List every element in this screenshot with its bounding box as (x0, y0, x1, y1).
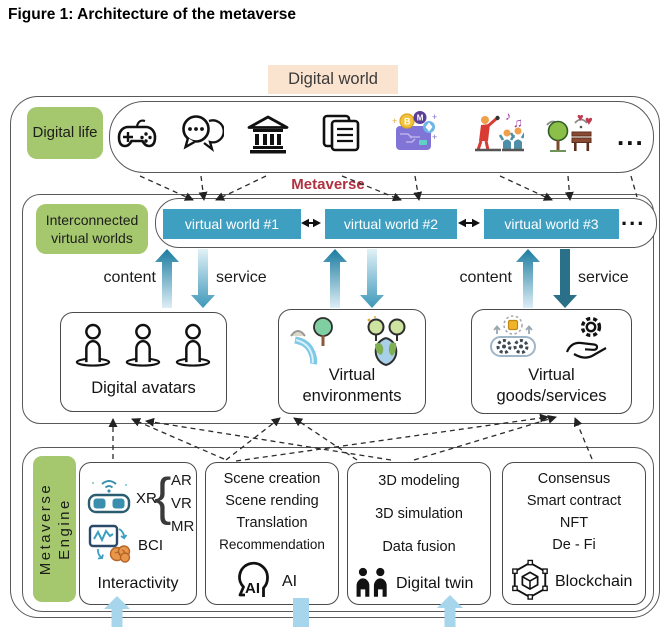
xr-goggles-icon (85, 475, 133, 519)
interactivity-label: Interactivity (97, 575, 179, 592)
svg-text:B: B (404, 117, 411, 127)
service-label-left: service (216, 269, 267, 286)
mr-label: MR (171, 518, 195, 535)
digital-avatars-box: Digital avatars (60, 312, 227, 412)
svg-text:+: + (432, 132, 437, 142)
nature-scene-icon (287, 316, 343, 366)
virtual-worlds-ellipsis: ... (621, 205, 646, 230)
engine-blockchain-box: Consensus Smart contract NFT De - Fi Blo… (502, 462, 646, 605)
service-label-right: service (578, 269, 629, 286)
virtual-goods-services-box: Virtual goods/services (471, 309, 632, 414)
interconnected-worlds-label: Interconnected virtual worlds (36, 204, 148, 254)
figure-title: Figure 1: Architecture of the metaverse (8, 6, 296, 23)
documents-icon (320, 112, 362, 154)
engine-item: 3D simulation (375, 506, 463, 522)
ai-label: AI (282, 573, 298, 590)
digital-life-ellipsis: ... (617, 121, 645, 151)
vr-label: VR (171, 495, 192, 512)
xr-modes-list: AR VR MR (171, 469, 194, 538)
engine-item: De - Fi (552, 537, 596, 553)
engine-item: NFT (559, 515, 589, 531)
avatar-icon (123, 321, 163, 369)
virtual-environments-box: Virtual environments (278, 309, 426, 414)
metaverse-engine-label: Metaverse Engine (33, 456, 76, 602)
ar-label: AR (171, 472, 192, 489)
svg-text:+: + (392, 116, 397, 126)
digital-twin-label: Digital twin (396, 575, 474, 592)
engine-label-line1: Metaverse (36, 482, 54, 576)
virtual-worlds-pill: virtual world #1 virtual world #2 virtua… (155, 198, 657, 248)
virtual-environments-label-line2: environments (302, 387, 402, 405)
crypto-card-icon: + + + B M (390, 110, 438, 156)
virtual-world-2-bar: virtual world #2 (325, 209, 457, 239)
svg-text:♫: ♫ (513, 115, 523, 130)
avatar-icon (173, 321, 213, 369)
xr-brace: { (154, 468, 172, 526)
engine-interactivity-box: XR { AR VR MR BCI Interactivity (79, 462, 197, 605)
digital-twin-icon (352, 565, 394, 601)
digital-world-label: Digital world (268, 65, 398, 94)
engine-item: Smart contract (526, 493, 622, 509)
engine-item: Scene rending (225, 493, 319, 509)
engine-digital-twin-box: 3D modeling 3D simulation Data fusion Di… (347, 462, 491, 605)
virtual-environments-label-line1: Virtual (328, 366, 376, 384)
engine-item: Consensus (537, 471, 611, 487)
bci-icon (86, 523, 134, 567)
content-label-right: content (459, 269, 512, 286)
engine-label-line2: Engine (55, 498, 73, 560)
engine-item: Data fusion (382, 539, 456, 555)
svg-text:M: M (417, 114, 424, 123)
engine-ai-box: Scene creation Scene rending Translation… (205, 462, 339, 605)
engine-item: 3D modeling (378, 473, 460, 489)
xr-label: XR (136, 490, 157, 507)
digital-avatars-label: Digital avatars (91, 379, 196, 397)
virtual-goods-label-line2: goods/services (496, 387, 607, 405)
ai-head-icon: AI (232, 555, 274, 601)
digital-life-label: Digital life (27, 107, 103, 159)
svg-text:♥: ♥ (585, 113, 593, 128)
production-gears-icon (484, 314, 542, 364)
metaverse-label: Metaverse (291, 176, 365, 193)
gamepad-icon (115, 114, 159, 154)
svg-text:♪: ♪ (505, 110, 511, 123)
virtual-goods-label-line1: Virtual (528, 366, 575, 384)
content-label-left: content (103, 269, 156, 286)
bci-label: BCI (138, 537, 164, 554)
ai-head-icon-text: AI (245, 580, 260, 597)
blockchain-label: Blockchain (555, 573, 633, 590)
avatar-icon (73, 321, 113, 369)
virtual-world-3-bar: virtual world #3 (484, 209, 619, 239)
park-icon: ♥ ♥ (544, 110, 594, 156)
engine-item: Scene creation (223, 471, 321, 487)
virtual-world-1-bar: virtual world #1 (163, 209, 301, 239)
concert-icon: ♪ ♫ (472, 110, 524, 156)
svg-text:♥: ♥ (577, 112, 584, 124)
chat-bubbles-icon (178, 112, 224, 154)
engine-item: Translation (236, 515, 308, 531)
engine-item: Recommendation (219, 537, 325, 552)
blockchain-icon (509, 559, 551, 601)
svg-text:+: + (432, 112, 437, 122)
globe-trees-icon (359, 314, 413, 366)
hand-service-icon (560, 314, 614, 364)
bank-building-icon (246, 114, 290, 154)
